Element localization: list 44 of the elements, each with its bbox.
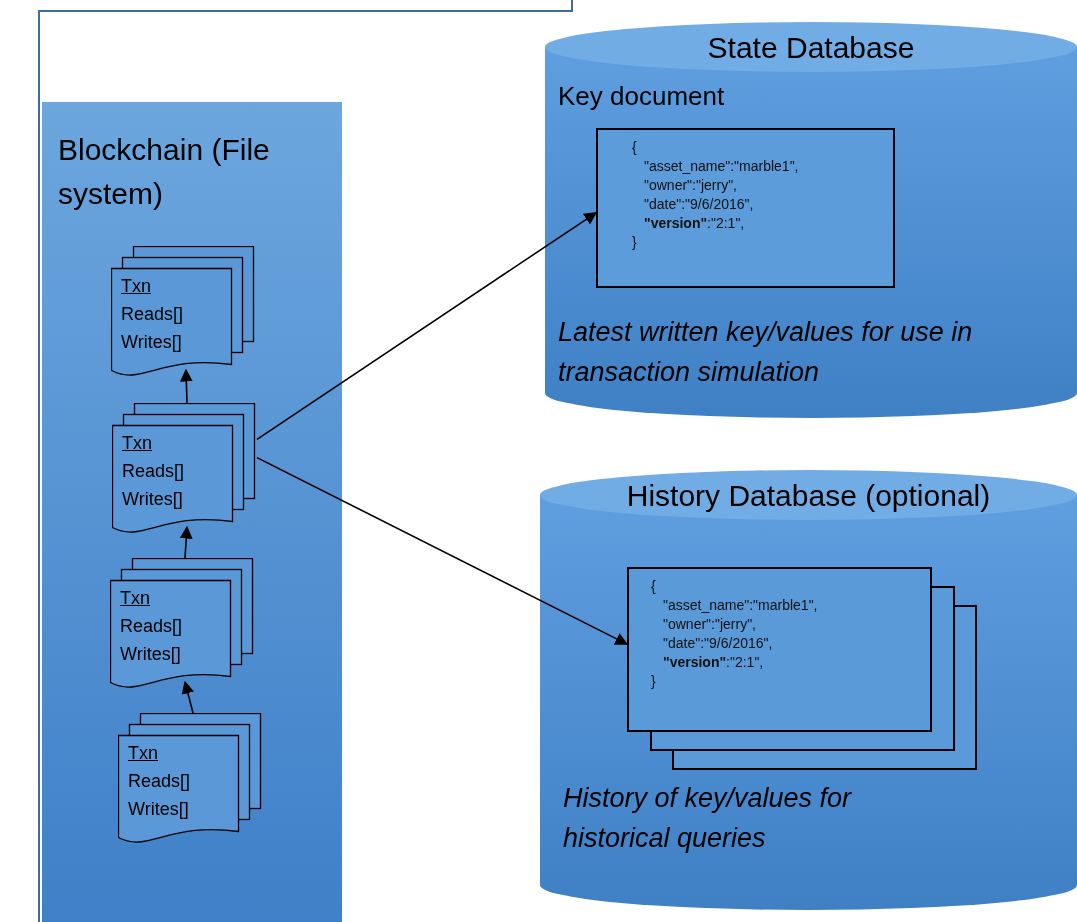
database-title: History Database (optional)	[625, 478, 992, 514]
document-stack	[627, 567, 977, 770]
document-box	[596, 128, 895, 288]
description-text: History of key/values for historical queries	[563, 782, 853, 855]
database-cylinder	[540, 470, 1077, 910]
arrow	[181, 680, 195, 714]
code-line: "date":"9/6/2016",	[643, 195, 755, 214]
arrow	[179, 368, 193, 404]
code-line: "date":"9/6/2016",	[662, 634, 774, 653]
txn-heading: Txn	[120, 587, 151, 610]
field-label: Reads[]	[121, 303, 184, 326]
txn-heading: Txn	[122, 432, 153, 455]
code-line: "asset_name":"marble1",	[643, 157, 799, 176]
field-label: Writes[]	[121, 331, 183, 354]
code-line: }	[651, 672, 657, 691]
field-label: Reads[]	[128, 770, 191, 793]
field-label: Reads[]	[122, 460, 185, 483]
panel-title: Blockchain (File system)	[58, 132, 271, 212]
blockchain-panel	[42, 102, 342, 922]
code-line: {	[632, 138, 638, 157]
code-line: {	[651, 577, 657, 596]
field-label: Reads[]	[120, 615, 183, 638]
txn-heading: Txn	[128, 742, 159, 765]
field-label: Writes[]	[120, 643, 182, 666]
code-line: }	[632, 233, 638, 252]
document-stack	[118, 713, 263, 843]
code-line: "owner":"jerry",	[643, 176, 738, 195]
database-cylinder	[545, 22, 1077, 418]
code-line: "version":"2:1",	[662, 653, 765, 672]
document-stack	[110, 558, 255, 688]
document-stack	[112, 403, 257, 533]
description-text: Latest written key/values for use in transaction simulation	[558, 316, 974, 389]
field-label: Writes[]	[128, 798, 190, 821]
database-title: State Database	[706, 30, 916, 66]
code-line: "version":"2:1",	[643, 214, 746, 233]
arrow	[256, 212, 598, 441]
section-heading: Key document	[558, 80, 725, 113]
code-line: "owner":"jerry",	[662, 615, 757, 634]
txn-heading: Txn	[121, 275, 152, 298]
document-stack	[111, 246, 256, 376]
arrow	[256, 456, 629, 645]
field-label: Writes[]	[122, 488, 184, 511]
code-line: "asset_name":"marble1",	[662, 596, 818, 615]
arrow	[179, 525, 193, 559]
